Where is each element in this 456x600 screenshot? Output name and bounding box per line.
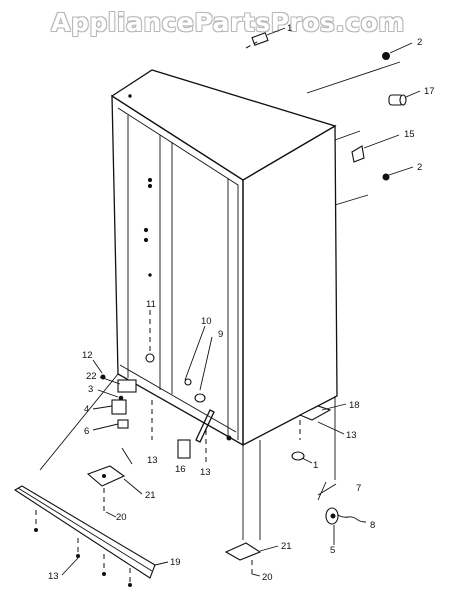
callout-5: 5 (330, 545, 335, 556)
callout-7: 7 (356, 483, 361, 494)
callout-labels: 1 2 17 15 2 10 9 11 12 22 3 4 6 13 18 13… (48, 23, 435, 583)
rear-panel-lines (306, 61, 401, 206)
callout-21-right: 21 (281, 541, 292, 552)
callout-13-center: 13 (200, 467, 211, 478)
callout-22: 22 (86, 371, 97, 382)
part-11-fastener (145, 310, 155, 440)
part-5-roller (325, 507, 339, 545)
part-17-bushing (388, 90, 421, 106)
part-6-clip (92, 419, 129, 431)
callout-2-lower: 2 (417, 162, 422, 173)
part-1-top-hinge-pin (245, 27, 286, 49)
cabinet-body (110, 69, 338, 447)
part-10-grommet (184, 325, 206, 386)
callout-3: 3 (88, 384, 93, 395)
callout-15: 15 (404, 129, 415, 140)
callout-13-bottom: 13 (48, 571, 59, 582)
front-guide-lines (39, 373, 336, 540)
callout-18: 18 (349, 400, 360, 411)
callout-21-left: 21 (145, 490, 156, 501)
callout-6: 6 (84, 426, 89, 437)
part-1-leveler (291, 420, 313, 464)
part-8-spring (337, 514, 367, 523)
leader-lines (61, 421, 345, 577)
callout-9: 9 (218, 329, 223, 340)
callout-20-left: 20 (116, 512, 127, 523)
callout-19: 19 (170, 557, 181, 568)
part-22-valve (99, 376, 137, 393)
callout-11: 11 (146, 299, 156, 310)
watermark-text: AppliancePartsPros.com (51, 8, 405, 37)
part-13-screws (205, 430, 232, 466)
callout-13-left: 13 (147, 455, 158, 466)
callout-4: 4 (84, 404, 89, 415)
part-21-left-plate (86, 465, 143, 515)
callout-8: 8 (370, 520, 375, 531)
callout-12: 12 (82, 350, 93, 361)
part-7-pivot (317, 481, 337, 501)
part-4-switch (92, 399, 127, 415)
part-2-plug (382, 42, 413, 60)
callout-13-right: 13 (346, 430, 357, 441)
part-19-grille (13, 485, 169, 587)
callout-16: 16 (175, 464, 186, 475)
callout-20-right: 20 (262, 572, 273, 583)
part-16-bracket (177, 439, 191, 459)
part-9-tube (194, 336, 215, 443)
callout-10: 10 (201, 316, 212, 327)
part-2-plug-lower (382, 166, 414, 181)
interior-holes (143, 177, 153, 277)
callout-1-bottom: 1 (313, 460, 318, 471)
part-21-right-plate (224, 542, 279, 575)
callout-17: 17 (424, 86, 435, 97)
part-3-screw (97, 389, 124, 401)
part-15-bracket (351, 134, 400, 163)
callout-2-top: 2 (417, 37, 422, 48)
part-18-hinge-bracket (298, 403, 347, 421)
callout-1-top: 1 (287, 23, 292, 34)
